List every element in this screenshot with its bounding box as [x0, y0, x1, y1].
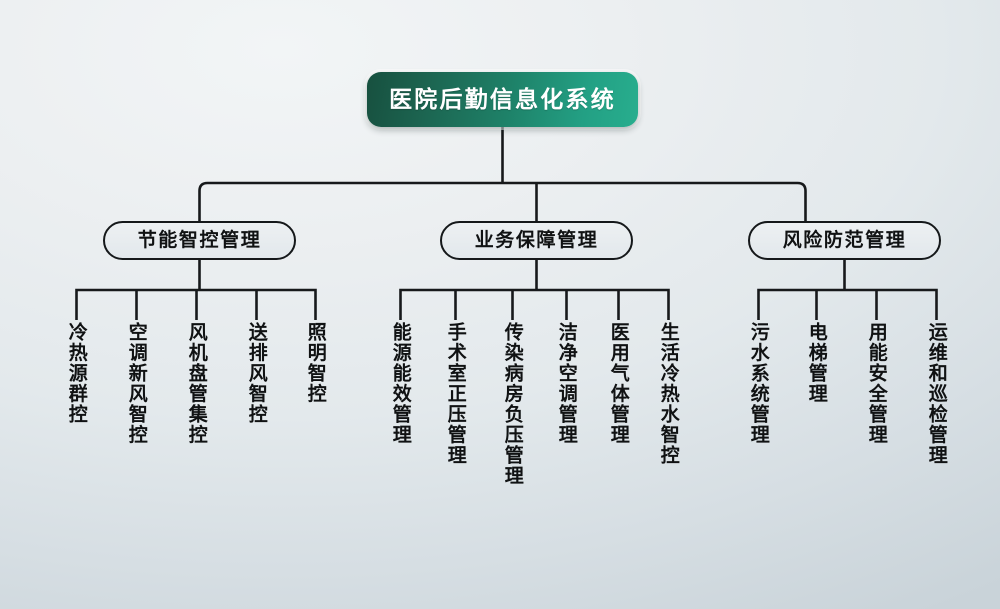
leaf-node[interactable]: 洁净空调管理 — [551, 322, 581, 450]
leaf-node-label: 医用气体管理 — [607, 322, 629, 445]
leaf-node-label: 照明智控 — [304, 322, 326, 404]
branch-node-risk-prevention[interactable]: 风险防范管理 — [748, 221, 941, 260]
leaf-node[interactable]: 冷热源群控 — [61, 322, 91, 430]
leaf-node[interactable]: 空调新风智控 — [121, 322, 151, 450]
branch-node-label: 风险防范管理 — [782, 230, 907, 251]
connector-group-2-bus — [757, 288, 938, 320]
leaf-node-label: 洁净空调管理 — [555, 322, 577, 445]
leaf-node[interactable]: 能源能效管理 — [385, 322, 415, 450]
leaf-node[interactable]: 送排风智控 — [241, 322, 271, 430]
leaf-node-label: 生活冷热水智控 — [657, 322, 679, 466]
leaf-node-label: 风机盘管集控 — [185, 322, 207, 445]
leaf-node[interactable]: 运维和巡检管理 — [921, 322, 951, 471]
leaf-node[interactable]: 医用气体管理 — [603, 322, 633, 450]
leaf-node[interactable]: 生活冷热水智控 — [653, 322, 683, 471]
leaf-node-label: 污水系统管理 — [747, 322, 769, 445]
leaf-node-label: 能源能效管理 — [389, 322, 411, 445]
leaf-node-label: 运维和巡检管理 — [925, 322, 947, 466]
branch-node-label: 业务保障管理 — [474, 230, 599, 251]
connector-main-bus — [198, 181, 807, 221]
connector-group-1-bus — [399, 288, 670, 320]
leaf-node[interactable]: 污水系统管理 — [743, 322, 773, 450]
leaf-node-label: 电梯管理 — [805, 322, 827, 404]
leaf-node-label: 传染病房负压管理 — [501, 322, 523, 486]
leaf-node-label: 送排风智控 — [245, 322, 267, 425]
leaf-node[interactable]: 手术室正压管理 — [440, 322, 470, 471]
leaf-node[interactable]: 传染病房负压管理 — [497, 322, 527, 491]
leaf-node-label: 用能安全管理 — [865, 322, 887, 445]
branch-node-service-assurance[interactable]: 业务保障管理 — [440, 221, 633, 260]
leaf-node[interactable]: 风机盘管集控 — [181, 322, 211, 450]
root-node-label: 医院后勤信息化系统 — [389, 86, 616, 112]
leaf-node[interactable]: 用能安全管理 — [861, 322, 891, 450]
root-node[interactable]: 医院后勤信息化系统 — [367, 72, 638, 127]
branch-node-energy-control[interactable]: 节能智控管理 — [103, 221, 296, 260]
leaf-node[interactable]: 电梯管理 — [801, 322, 831, 409]
leaf-node[interactable]: 照明智控 — [300, 322, 330, 409]
leaf-node-label: 空调新风智控 — [125, 322, 147, 445]
branch-node-label: 节能智控管理 — [137, 230, 262, 251]
leaf-node-label: 手术室正压管理 — [444, 322, 466, 466]
leaf-node-label: 冷热源群控 — [65, 322, 87, 425]
